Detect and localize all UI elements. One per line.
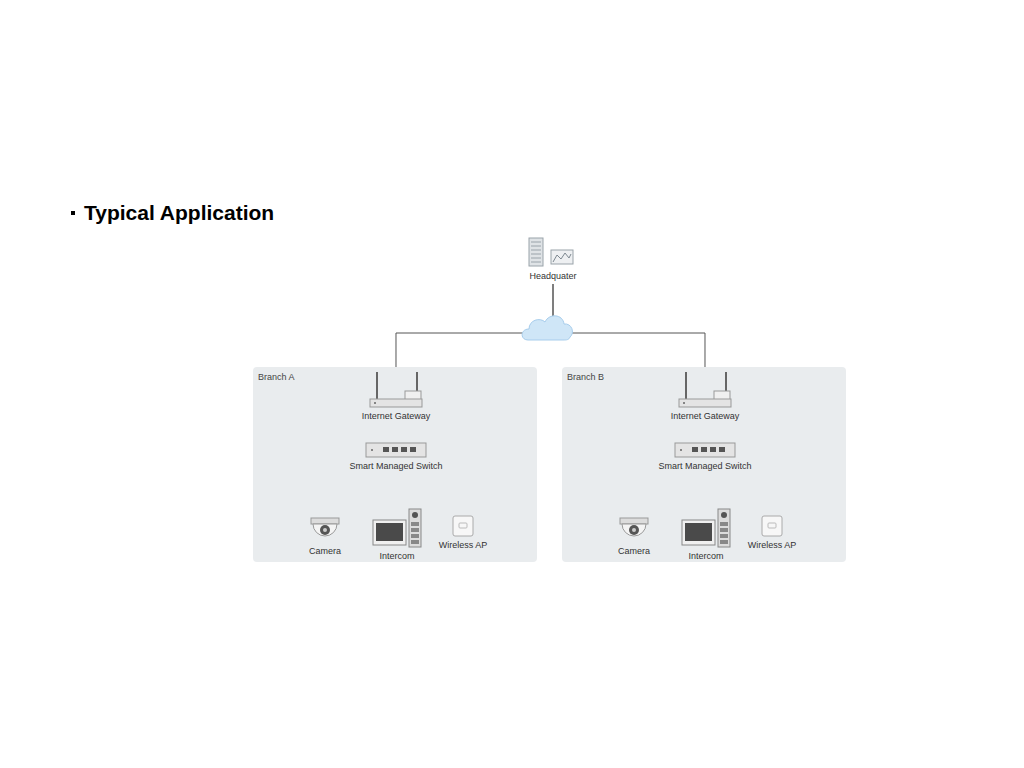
device-icon <box>674 442 736 458</box>
icon-part <box>680 449 682 451</box>
icon-part <box>529 238 543 266</box>
icon-part <box>682 520 715 545</box>
icon-part <box>311 518 339 524</box>
device-node: Wireless AP <box>439 515 488 551</box>
icon-part <box>392 447 398 452</box>
icon-part <box>721 512 727 518</box>
icon-part <box>411 528 419 532</box>
icon-part <box>720 528 728 532</box>
icon-part <box>762 516 782 536</box>
icon-part <box>373 520 406 545</box>
icon-part <box>685 523 712 541</box>
device-icon <box>372 508 422 548</box>
device-label: Headquater <box>529 271 576 282</box>
icon-part <box>720 534 728 538</box>
device-node: Camera <box>309 515 341 557</box>
device-icon <box>452 515 474 537</box>
icon-part <box>376 523 403 541</box>
device-label: Smart Managed Switch <box>658 461 751 472</box>
icon-part <box>685 372 687 399</box>
title-bullet <box>71 211 75 215</box>
device-icon <box>309 515 341 543</box>
icon-part <box>371 449 373 451</box>
network-link <box>553 284 705 372</box>
icon-part <box>411 540 419 544</box>
icon-part <box>531 262 541 263</box>
device-icon <box>527 236 579 268</box>
icon-part <box>692 447 698 452</box>
device-node: Smart Managed Switch <box>349 442 442 472</box>
device-label: Internet Gateway <box>362 411 431 422</box>
icon-part <box>720 522 728 526</box>
icon-part <box>629 525 639 535</box>
icon-part <box>551 250 573 264</box>
device-node: Camera <box>618 515 650 557</box>
device-icon <box>369 372 423 408</box>
icon-part <box>411 534 419 538</box>
device-label: Internet Gateway <box>671 411 740 422</box>
icon-part <box>320 525 330 535</box>
icon-part <box>410 447 416 452</box>
device-label: Smart Managed Switch <box>349 461 442 472</box>
device-node: Headquater <box>527 236 579 282</box>
icon-part <box>531 254 541 255</box>
icon-part <box>531 242 541 243</box>
icon-part <box>718 509 730 547</box>
diagram-title: Typical Application <box>84 201 274 225</box>
icon-part <box>459 523 467 528</box>
icon-part <box>768 523 776 528</box>
icon-part <box>366 443 426 457</box>
device-label: Camera <box>309 546 341 557</box>
icon-part <box>531 258 541 259</box>
branch-panel: Branch A Internet GatewaySmart Managed Sw… <box>253 367 537 562</box>
icon-part <box>383 447 389 452</box>
device-node: Internet Gateway <box>362 372 431 422</box>
branch-label: Branch A <box>258 372 295 382</box>
branch-label: Branch B <box>567 372 604 382</box>
icon-part <box>401 447 407 452</box>
device-node: Smart Managed Switch <box>658 442 751 472</box>
icon-part <box>620 518 648 524</box>
icon-part <box>323 528 327 532</box>
icon-part <box>453 516 473 536</box>
device-icon <box>681 508 731 548</box>
device-icon <box>365 442 427 458</box>
icon-part <box>701 447 707 452</box>
internet-cloud <box>522 316 572 340</box>
icon-part <box>622 524 646 536</box>
device-node: Wireless AP <box>748 515 797 551</box>
icon-part <box>313 524 337 536</box>
icon-part <box>412 512 418 518</box>
icon-part <box>553 253 571 262</box>
icon-part <box>710 447 716 452</box>
branch-panel: Branch B Internet GatewaySmart Managed Sw… <box>562 367 846 562</box>
icon-part <box>683 402 685 404</box>
device-node: Intercom <box>372 508 422 562</box>
icon-part <box>679 399 731 407</box>
icon-part <box>675 443 735 457</box>
icon-part <box>720 540 728 544</box>
icon-part <box>374 402 376 404</box>
icon-part <box>409 509 421 547</box>
device-icon <box>618 515 650 543</box>
device-icon <box>761 515 783 537</box>
icon-part <box>531 246 541 247</box>
icon-part <box>719 447 725 452</box>
device-label: Intercom <box>379 551 414 562</box>
device-label: Intercom <box>688 551 723 562</box>
icon-part <box>411 522 419 526</box>
device-label: Wireless AP <box>748 540 797 551</box>
device-node: Intercom <box>681 508 731 562</box>
device-node: Internet Gateway <box>671 372 740 422</box>
icon-part <box>632 528 636 532</box>
device-label: Wireless AP <box>439 540 488 551</box>
device-icon <box>678 372 732 408</box>
device-label: Camera <box>618 546 650 557</box>
icon-part <box>531 250 541 251</box>
icon-part <box>376 372 378 399</box>
icon-part <box>370 399 422 407</box>
